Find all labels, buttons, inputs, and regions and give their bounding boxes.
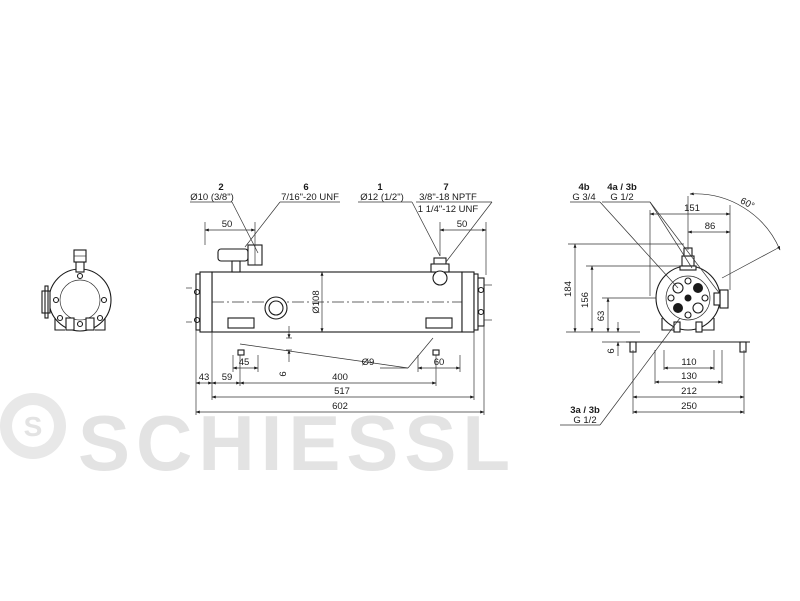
dim-156: 156 xyxy=(580,292,591,308)
logo-letter: S xyxy=(24,411,43,442)
dim-hole-9: Ø9 xyxy=(362,357,375,368)
dim-517: 517 xyxy=(334,386,350,397)
dim-50-left: 50 xyxy=(222,219,233,230)
dim-400: 400 xyxy=(332,372,348,383)
dim-6-front: 6 xyxy=(278,371,289,376)
callout-2-spec: Ø10 (3/8") xyxy=(190,192,234,203)
callout-4b-number: 4b xyxy=(578,182,589,193)
front-view xyxy=(186,244,492,356)
callout-4b-spec: G 3/4 xyxy=(572,192,595,203)
dim-86: 86 xyxy=(705,221,716,232)
dim-diameter-108: Ø108 xyxy=(311,290,322,313)
dim-63: 63 xyxy=(596,311,607,322)
callout-3a-spec: G 1/2 xyxy=(573,415,596,426)
front-dimensions: 50 50 Ø108 45 6 Ø9 60 xyxy=(195,219,487,415)
dim-50-right: 50 xyxy=(457,219,468,230)
dim-110: 110 xyxy=(681,357,696,368)
flange-right xyxy=(461,271,475,333)
dim-130: 130 xyxy=(681,371,697,382)
callout-2-number: 2 xyxy=(218,182,223,193)
callout-7-spec-1: 3/8"-18 NPTF xyxy=(419,192,477,203)
dim-184: 184 xyxy=(563,281,574,297)
callout-1-spec: Ø12 (1/2") xyxy=(360,192,404,203)
side-view xyxy=(626,247,750,353)
callout-7-number: 7 xyxy=(443,182,448,193)
callout-4a-number: 4a / 3b xyxy=(607,182,637,193)
schiessl-watermark: S SCHIESSL xyxy=(0,393,516,487)
dim-151: 151 xyxy=(684,203,700,214)
flange-left xyxy=(199,271,213,333)
dim-6-side: 6 xyxy=(606,348,617,353)
dim-250: 250 xyxy=(681,401,697,412)
callout-3a-number: 3a / 3b xyxy=(570,405,600,416)
callout-6-spec: 7/16"-20 UNF xyxy=(281,192,339,203)
dim-602: 602 xyxy=(332,401,348,412)
side-callouts: 4b G 3/4 4a / 3b G 1/2 3a / 3b G 1/2 xyxy=(560,182,721,426)
dim-60: 60 xyxy=(434,357,445,368)
callout-7-spec-2: 1 1/4"-12 UNF xyxy=(418,204,479,215)
dim-45: 45 xyxy=(239,357,250,368)
dim-angle-60: 60° xyxy=(738,196,756,213)
callout-1-number: 1 xyxy=(377,182,383,193)
dim-43: 43 xyxy=(199,372,210,383)
schiessl-logo-icon: S xyxy=(0,393,66,459)
dim-59: 59 xyxy=(222,372,233,383)
front-callouts: 2 Ø10 (3/8") 6 7/16"-20 UNF 1 Ø12 (1/2")… xyxy=(190,182,493,263)
callout-4a-spec: G 1/2 xyxy=(610,192,633,203)
brand-name: SCHIESSL xyxy=(78,399,516,487)
dim-212: 212 xyxy=(681,386,697,397)
callout-6-number: 6 xyxy=(303,182,308,193)
end-view-left xyxy=(41,249,112,332)
